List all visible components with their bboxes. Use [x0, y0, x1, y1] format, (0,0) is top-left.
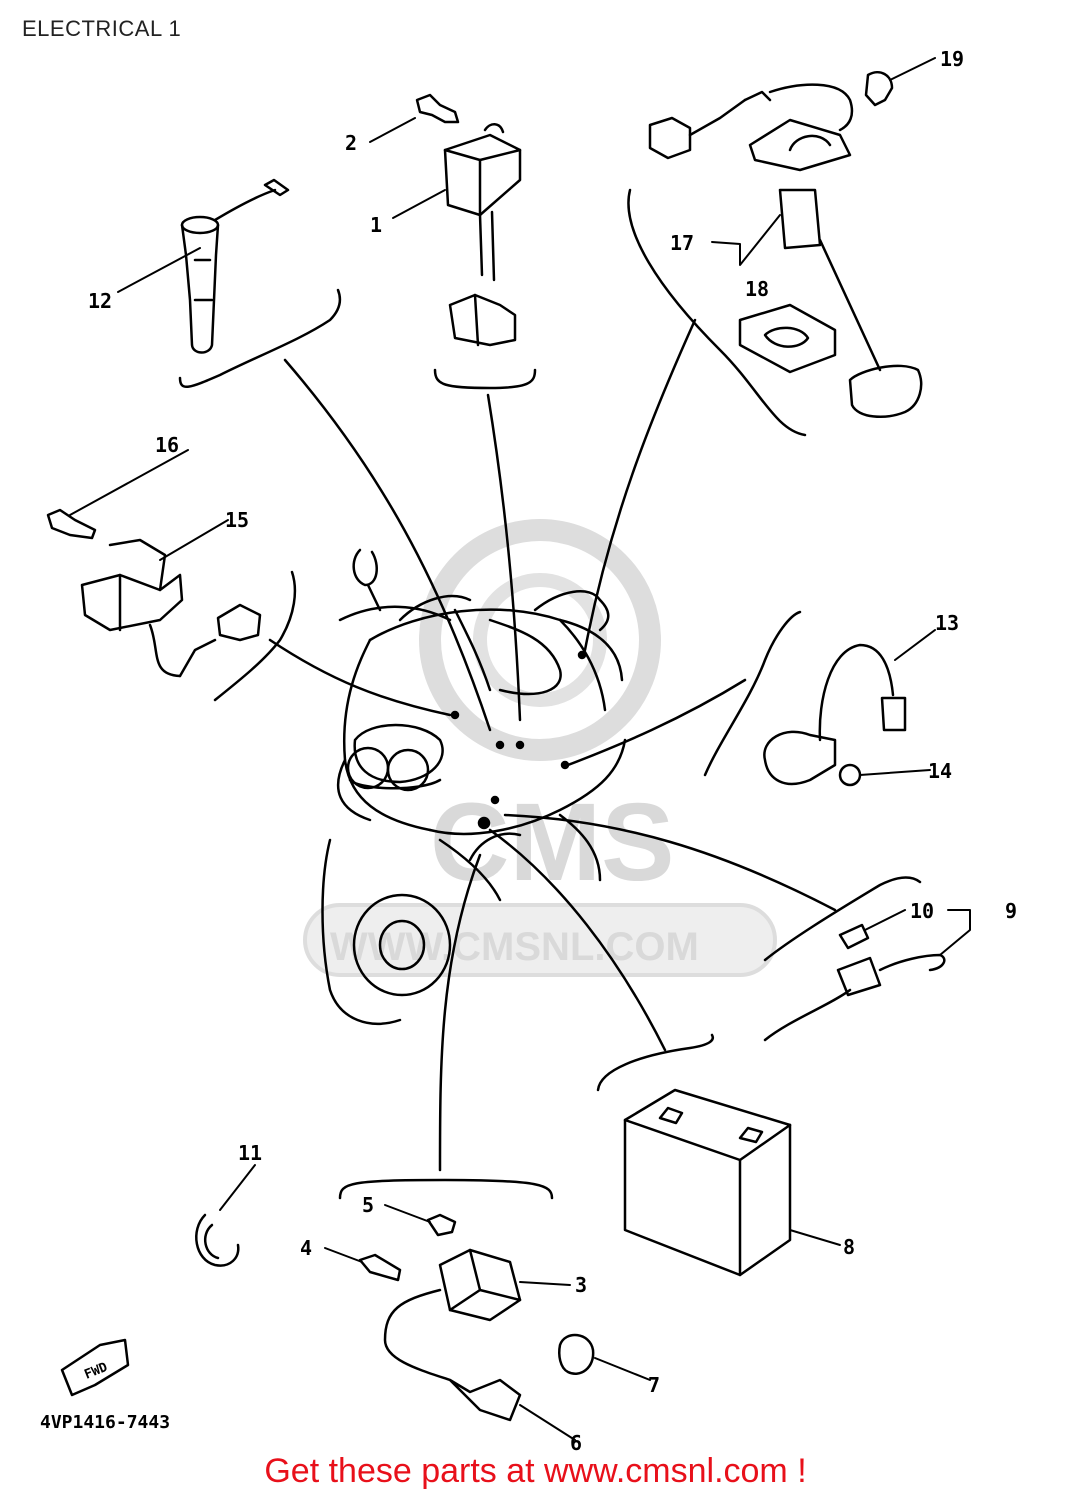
callout-17: 17	[670, 231, 694, 255]
group-brackets	[178, 188, 922, 1200]
callout-8: 8	[843, 1235, 855, 1259]
leader-wires	[268, 318, 837, 1172]
callout-4: 4	[300, 1236, 312, 1260]
part-1-unit	[415, 93, 522, 347]
callout-5: 5	[362, 1193, 374, 1217]
part-9-fuse-holder	[836, 923, 946, 997]
callout-13: 13	[935, 611, 959, 635]
callout-12: 12	[88, 289, 112, 313]
callout-2: 2	[345, 131, 357, 155]
callout-1: 1	[370, 213, 382, 237]
drawing-code: 4VP1416-7443	[40, 1412, 170, 1433]
callout-6: 6	[570, 1431, 582, 1455]
footer-link[interactable]: Get these parts at www.cmsnl.com !	[264, 1452, 807, 1490]
watermark-url: WWW.CMSNL.COM	[330, 925, 699, 969]
part-8-battery	[623, 1088, 792, 1277]
page-title: ELECTRICAL 1	[22, 16, 182, 41]
part-15-relay	[46, 508, 262, 678]
callout-18: 18	[745, 277, 769, 301]
part-17-fuel-sender	[648, 71, 923, 418]
part-3-ignition-coil	[358, 1213, 595, 1422]
callout-11: 11	[238, 1141, 262, 1165]
watermark	[303, 519, 777, 977]
callout-14: 14	[928, 759, 952, 783]
part-12-ignition-lead	[180, 178, 290, 354]
callout-7: 7	[648, 1373, 660, 1397]
fwd-arrow-icon	[60, 1338, 130, 1397]
callout-16: 16	[155, 433, 179, 457]
callout-19: 19	[940, 47, 964, 71]
callout-10: 10	[910, 899, 934, 923]
part-11-clip	[195, 1213, 240, 1267]
scooter-illustration	[321, 548, 627, 1025]
callout-9: 9	[1005, 899, 1017, 923]
callout-15: 15	[225, 508, 249, 532]
callout-leaders	[69, 57, 971, 1441]
callout-3: 3	[575, 1273, 587, 1297]
part-13-sensor	[763, 643, 907, 787]
